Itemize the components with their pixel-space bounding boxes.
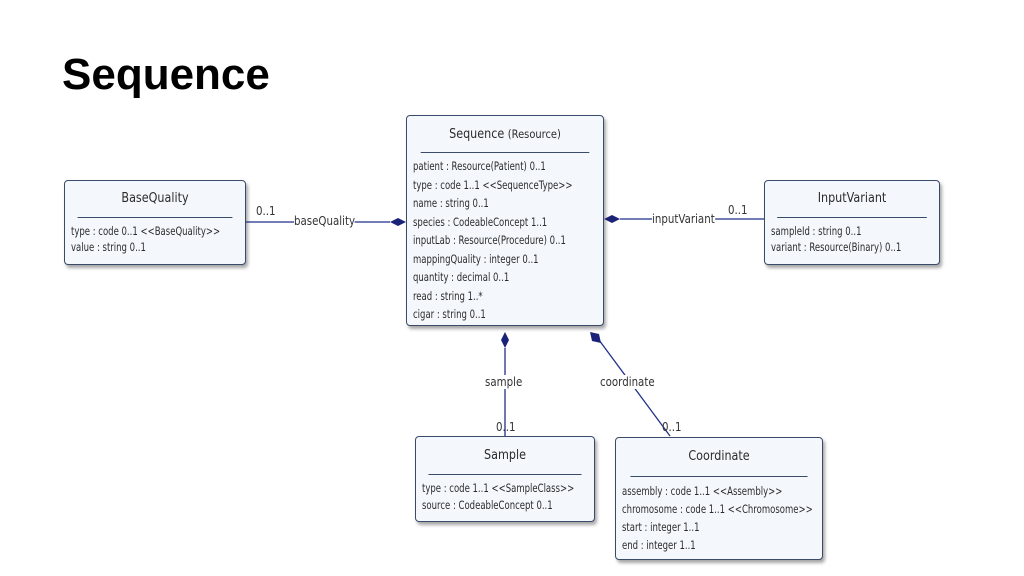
attribute: sampleId : string 0..1 bbox=[771, 224, 862, 238]
attribute: species : CodeableConcept 1..1 bbox=[413, 214, 548, 229]
attribute: read : string 1..* bbox=[413, 288, 483, 303]
attribute: type : code 0..1 <<BaseQuality>> bbox=[71, 224, 221, 238]
attribute: quantity : decimal 0..1 bbox=[413, 270, 510, 284]
class-name: InputVariant bbox=[817, 191, 887, 206]
class-sequence-attributes: patient : Resource(Patient) 0..1 type : … bbox=[407, 153, 603, 326]
attribute: cigar : string 0..1 bbox=[413, 307, 486, 321]
attribute: end : integer 1..1 bbox=[622, 538, 696, 552]
class-coordinate[interactable]: Coordinate assembly : code 1..1 <<Assemb… bbox=[615, 437, 823, 560]
class-sample-header: Sample bbox=[428, 437, 582, 475]
attribute: mappingQuality : integer 0..1 bbox=[413, 251, 539, 266]
attribute: type : code 1..1 <<SequenceType>> bbox=[413, 177, 573, 192]
class-base-quality-header: BaseQuality bbox=[77, 181, 233, 218]
class-name: Sequence bbox=[449, 127, 505, 142]
class-base-quality-attributes: type : code 0..1 <<BaseQuality>> value :… bbox=[65, 218, 245, 257]
composition-diamond-input-variant bbox=[604, 215, 620, 223]
attribute: source : CodeableConcept 0..1 bbox=[422, 498, 553, 512]
class-input-variant[interactable]: InputVariant sampleId : string 0..1 vari… bbox=[764, 180, 940, 265]
multiplicity-coordinate: 0..1 bbox=[662, 419, 682, 434]
attribute: value : string 0..1 bbox=[71, 240, 146, 254]
attribute: inputLab : Resource(Procedure) 0..1 bbox=[413, 233, 566, 247]
attribute: type : code 1..1 <<SampleClass>> bbox=[422, 481, 575, 495]
role-sample: sample bbox=[485, 374, 523, 389]
role-input-variant: inputVariant bbox=[652, 211, 715, 226]
class-base-quality[interactable]: BaseQuality type : code 0..1 <<BaseQuali… bbox=[64, 180, 246, 265]
multiplicity-input-variant: 0..1 bbox=[728, 202, 748, 217]
class-input-variant-attributes: sampleId : string 0..1 variant : Resourc… bbox=[765, 218, 939, 257]
class-coordinate-header: Coordinate bbox=[630, 438, 808, 477]
composition-diamond-coordinate bbox=[590, 332, 601, 343]
multiplicity-base-quality: 0..1 bbox=[256, 203, 276, 218]
role-base-quality: baseQuality bbox=[294, 213, 356, 228]
multiplicity-sample: 0..1 bbox=[496, 419, 516, 434]
attribute: variant : Resource(Binary) 0..1 bbox=[771, 240, 902, 254]
composition-diamond-sample bbox=[501, 332, 509, 348]
class-name: Coordinate bbox=[688, 449, 750, 464]
attribute: start : integer 1..1 bbox=[622, 520, 700, 534]
page-title: Sequence bbox=[62, 50, 270, 99]
class-input-variant-header: InputVariant bbox=[777, 181, 927, 218]
composition-diamond-base-quality bbox=[390, 218, 406, 226]
class-stereotype: (Resource) bbox=[507, 127, 561, 141]
class-name: Sample bbox=[484, 448, 526, 463]
attribute: chromosome : code 1..1 <<Chromosome>> bbox=[622, 502, 813, 516]
attribute: patient : Resource(Patient) 0..1 bbox=[413, 159, 546, 173]
role-coordinate: coordinate bbox=[600, 374, 655, 389]
attribute: name : string 0..1 bbox=[413, 196, 489, 210]
class-sample[interactable]: Sample type : code 1..1 <<SampleClass>> … bbox=[415, 436, 595, 522]
class-sequence[interactable]: Sequence (Resource) patient : Resource(P… bbox=[406, 115, 604, 326]
attribute: assembly : code 1..1 <<Assembly>> bbox=[622, 484, 783, 498]
class-coordinate-attributes: assembly : code 1..1 <<Assembly>> chromo… bbox=[616, 477, 822, 556]
class-sequence-header: Sequence (Resource) bbox=[420, 116, 590, 153]
class-name: BaseQuality bbox=[121, 191, 189, 206]
class-sample-attributes: type : code 1..1 <<SampleClass>> source … bbox=[416, 475, 594, 516]
